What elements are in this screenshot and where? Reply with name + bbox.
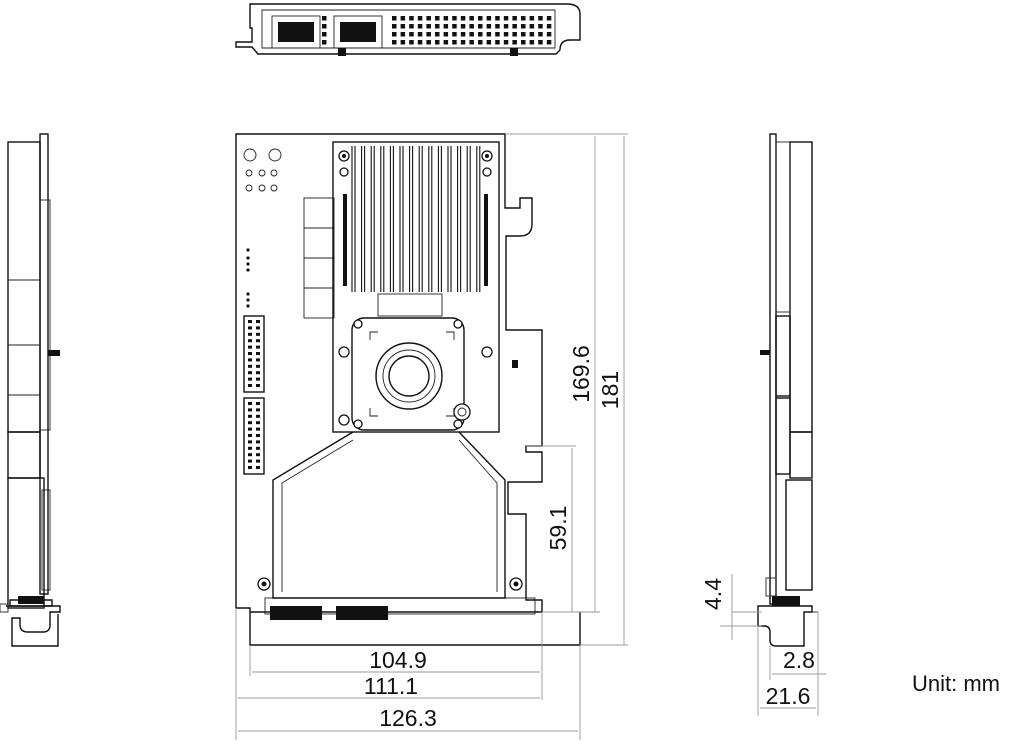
- dim-169-6: 169.6: [568, 345, 594, 403]
- left-side-view: [0, 133, 61, 647]
- unit-label: Unit: mm: [912, 671, 1000, 696]
- heatsink: [332, 141, 500, 433]
- dim-126-3: 126.3: [379, 705, 437, 731]
- front-view: [235, 133, 581, 646]
- cpu-plate: [351, 317, 465, 431]
- dim-21-6: 21.6: [766, 683, 811, 709]
- dim-59-1: 59.1: [545, 506, 571, 551]
- pin-header-upper: [243, 315, 265, 393]
- dim-111-1: 111.1: [364, 673, 418, 699]
- dim-104-9: 104.9: [369, 647, 427, 673]
- vent-holes: [322, 16, 552, 45]
- component-dots: [246, 248, 250, 308]
- dim-2-8: 2.8: [783, 647, 815, 673]
- cpu-socket-ring: [375, 342, 443, 410]
- dimension-lines: [235, 133, 826, 740]
- top-view: [235, 3, 581, 56]
- pin-header-lower: [243, 397, 265, 475]
- right-side-view: [757, 133, 818, 647]
- dim-4-4: 4.4: [700, 578, 726, 610]
- dim-181: 181: [597, 371, 623, 409]
